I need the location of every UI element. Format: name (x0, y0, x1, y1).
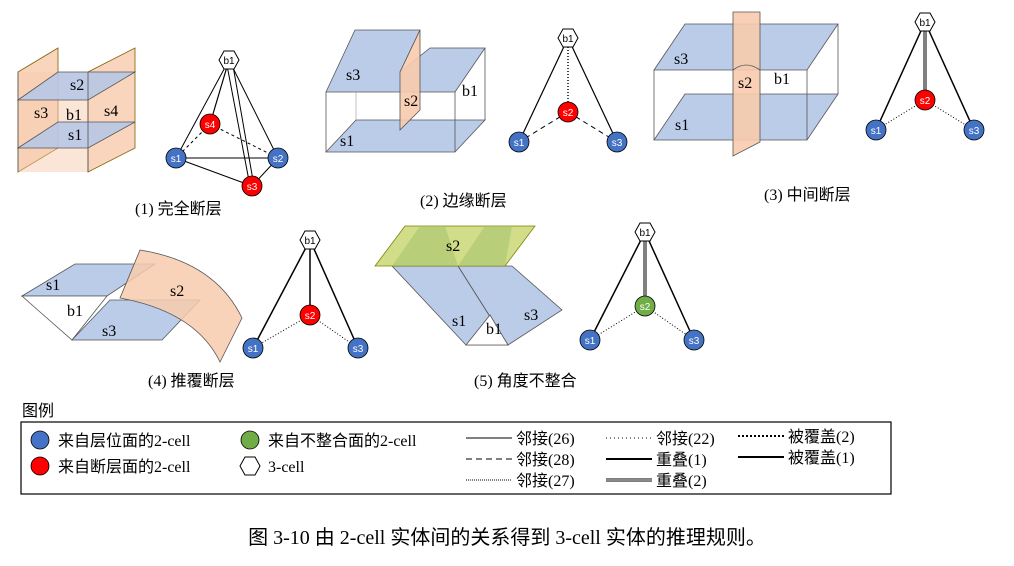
panel-4-node-s1 (242, 337, 264, 359)
legend-red-node-icon (30, 456, 50, 476)
panel-3-node-s1-label: s1 (871, 126, 882, 137)
legend-edge-covered2: 被覆盖(2) (788, 428, 855, 446)
panel-3-node-s3-label: s3 (969, 126, 980, 137)
panel-3-node-s1 (865, 119, 887, 141)
panel-4-node-s1-label: s1 (248, 344, 259, 355)
panel-1-node-s2 (267, 147, 289, 169)
legend-hexagon-icon (239, 456, 261, 476)
panel-2-label-s3: s3 (346, 67, 360, 84)
panel-5-node-s2 (634, 295, 656, 317)
panel-2-label-b1: b1 (462, 83, 478, 100)
panel-5-node-s1 (579, 329, 601, 351)
panel-4-label-s1: s1 (46, 277, 60, 294)
panel-5-node-b1-label: b1 (639, 228, 651, 239)
panel-3-node-s2 (914, 89, 936, 111)
panel-2-node-s2 (557, 101, 579, 123)
legend-edge-adj26: 邻接(26) (516, 430, 575, 448)
panel-2-node-s3-label: s3 (612, 138, 623, 149)
panel-3-label-b1: b1 (774, 71, 790, 88)
panel-1-label-s1: s1 (68, 127, 82, 144)
panel-4-label-s2: s2 (170, 283, 184, 300)
panel-4-caption: (4) 推覆断层 (148, 372, 235, 390)
panel-4-node-b1-label: b1 (304, 236, 316, 247)
panel-2-node-s2-label: s2 (563, 108, 574, 119)
panel-2-node-b1-label: b1 (562, 34, 574, 45)
panel-3-label-s2: s2 (738, 75, 752, 92)
panel-1-node-s3-label: s3 (247, 182, 258, 193)
panel-5-caption: (5) 角度不整合 (474, 372, 577, 390)
panel-2-node-s1 (508, 131, 530, 153)
panel-5-label-s3: s3 (524, 307, 538, 324)
panel-3-label-s3: s3 (674, 51, 688, 68)
panel-1-node-s4-label: s4 (205, 120, 216, 131)
panel-1-node-s3 (241, 175, 263, 197)
panel-1-graph: b1 s4 s1 s2 s3 (165, 50, 289, 197)
panel-2-caption: (2) 边缘断层 (420, 192, 507, 210)
legend-edge-overlap2: 重叠(2) (656, 472, 707, 490)
legend-node-horizon: 来自层位面的2-cell (58, 432, 191, 450)
legend-blue-node-icon (30, 430, 50, 450)
panel-4-label-b1: b1 (67, 303, 83, 320)
panel-3-node-s3 (963, 119, 985, 141)
panel-3-node-s2-label: s2 (920, 96, 931, 107)
panel-3-illustration: s3 s2 b1 s1 (653, 11, 839, 157)
panel-4-label-s3: s3 (102, 323, 116, 340)
panel-5-label-b1: b1 (486, 321, 502, 338)
legend-edge-adj22: 邻接(22) (656, 430, 715, 448)
panel-2-label-s2: s2 (404, 93, 418, 110)
panel-1-label-s3: s3 (34, 105, 48, 122)
panel-5-graph: b1 s2 s1 s3 (579, 222, 705, 351)
legend-edge-adj27: 邻接(27) (516, 472, 575, 490)
panel-2-label-s1: s1 (340, 133, 354, 150)
panel-5-label-s2: s2 (446, 238, 460, 255)
legend-edge-covered1: 被覆盖(1) (788, 449, 855, 467)
panel-5-node-s3-label: s3 (689, 336, 700, 347)
panel-1-label-s2: s2 (70, 77, 84, 94)
panel-3-node-b1-label: b1 (919, 18, 931, 29)
panel-4-graph: b1 s2 s1 s3 (242, 230, 369, 359)
panel-2-illustration: s3 b1 s2 s1 (325, 29, 486, 153)
legend-title: 图例 (22, 402, 54, 420)
panel-5-node-s3 (683, 329, 705, 351)
figure-caption: 图 3-10 由 2-cell 实体间的关系得到 3-cell 实体的推理规则。 (248, 526, 766, 549)
panel-3-caption: (3) 中间断层 (764, 186, 851, 204)
panel-3-graph: b1 s2 s1 s3 (865, 12, 985, 141)
panel-5-illustration: s2 s1 b1 s3 (374, 225, 563, 346)
panel-2-node-s1-label: s1 (514, 138, 525, 149)
legend-edge-overlap1: 重叠(1) (656, 451, 707, 469)
legend-node-3cell: 3-cell (268, 459, 305, 476)
panel-4-illustration: s1 s2 b1 s3 (20, 249, 243, 363)
panel-5-node-s2-label: s2 (640, 302, 651, 313)
panel-4-node-s2-label: s2 (305, 311, 316, 322)
panel-1-node-s1-label: s1 (171, 154, 182, 165)
panel-1-node-s1 (165, 147, 187, 169)
panel-1-node-b1-label: b1 (223, 56, 235, 67)
panel-4-node-s3-label: s3 (353, 344, 364, 355)
panel-1-caption: (1) 完全断层 (135, 200, 222, 218)
panel-1-illustration: s2 s3 b1 s4 s1 (16, 47, 137, 173)
legend-node-fault: 来自断层面的2-cell (58, 458, 191, 476)
panel-5-label-s1: s1 (452, 313, 466, 330)
panel-2-node-s3 (606, 131, 628, 153)
panel-1-node-s2-label: s2 (273, 154, 284, 165)
panel-4-node-s2 (299, 304, 321, 326)
panel-4-node-s3 (347, 337, 369, 359)
panel-1-node-s4 (199, 113, 221, 135)
panel-1-label-b1: b1 (66, 107, 82, 124)
panel-2-graph: b1 s2 s1 s3 (508, 28, 628, 153)
legend-edge-adj28: 邻接(28) (516, 451, 575, 469)
legend-node-unconformity: 来自不整合面的2-cell (268, 432, 417, 450)
legend-green-node-icon (240, 430, 260, 450)
panel-3-label-s1: s1 (675, 117, 689, 134)
panel-5-node-s1-label: s1 (585, 336, 596, 347)
panel-1-label-s4: s4 (104, 103, 118, 120)
